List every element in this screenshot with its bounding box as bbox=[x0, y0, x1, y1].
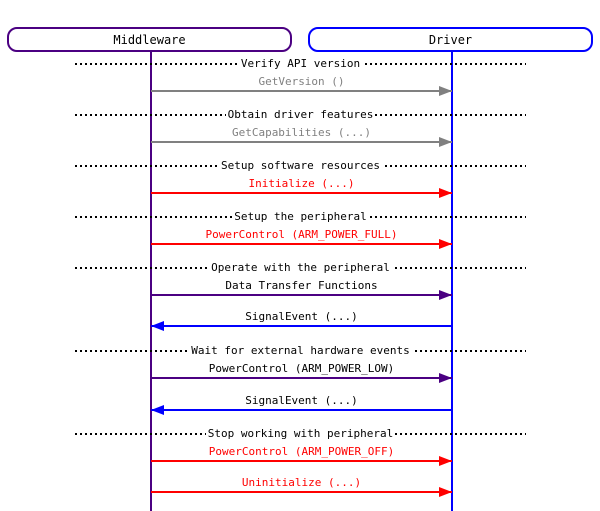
message-powercontrol-full: PowerControl (ARM_POWER_FULL) bbox=[151, 227, 452, 249]
lifeline-driver bbox=[451, 52, 453, 511]
message-uninitialize: Uninitialize (...) bbox=[151, 475, 452, 497]
message-initialize: Initialize (...) bbox=[151, 176, 452, 198]
message-label: Uninitialize (...) bbox=[241, 476, 362, 489]
message-getversion: GetVersion () bbox=[151, 74, 452, 96]
divider-stop-working-with-peripheral: Stop working with peripheral bbox=[75, 426, 526, 442]
dotted-line bbox=[75, 165, 526, 167]
divider-wait-for-external-hardware-events: Wait for external hardware events bbox=[75, 343, 526, 359]
message-label: SignalEvent (...) bbox=[245, 394, 358, 407]
message-label: PowerControl (ARM_POWER_FULL) bbox=[205, 228, 398, 241]
message-label: PowerControl (ARM_POWER_OFF) bbox=[208, 445, 395, 458]
participant-label-middleware: Middleware bbox=[113, 32, 186, 47]
arrow-line bbox=[151, 325, 452, 327]
divider-verify-api-version: Verify API version bbox=[75, 56, 526, 72]
dotted-line bbox=[75, 216, 526, 218]
message-label: GetCapabilities (...) bbox=[231, 126, 372, 139]
arrowhead-right-icon bbox=[439, 487, 452, 497]
message-signalevent-2: SignalEvent (...) bbox=[151, 393, 452, 415]
arrow-line bbox=[151, 377, 452, 379]
arrow-line bbox=[151, 90, 452, 92]
message-label: PowerControl (ARM_POWER_LOW) bbox=[208, 362, 395, 375]
message-label: Initialize (...) bbox=[248, 177, 355, 190]
dotted-line bbox=[75, 350, 526, 352]
message-powercontrol-off: PowerControl (ARM_POWER_OFF) bbox=[151, 444, 452, 466]
dotted-line bbox=[75, 433, 526, 435]
lifeline-middleware bbox=[150, 52, 152, 511]
message-getcapabilities: GetCapabilities (...) bbox=[151, 125, 452, 147]
divider-operate-with-peripheral: Operate with the peripheral bbox=[75, 260, 526, 276]
arrow-line bbox=[151, 491, 452, 493]
arrowhead-right-icon bbox=[439, 456, 452, 466]
arrowhead-right-icon bbox=[439, 239, 452, 249]
dotted-line bbox=[75, 114, 526, 116]
arrowhead-right-icon bbox=[439, 188, 452, 198]
arrowhead-right-icon bbox=[439, 290, 452, 300]
arrow-line bbox=[151, 294, 452, 296]
arrow-line bbox=[151, 141, 452, 143]
arrowhead-right-icon bbox=[439, 373, 452, 383]
message-label: Data Transfer Functions bbox=[225, 279, 378, 292]
message-label: SignalEvent (...) bbox=[245, 310, 358, 323]
message-powercontrol-low: PowerControl (ARM_POWER_LOW) bbox=[151, 361, 452, 383]
arrowhead-right-icon bbox=[439, 137, 452, 147]
divider-obtain-driver-features: Obtain driver features bbox=[75, 107, 526, 123]
arrow-line bbox=[151, 192, 452, 194]
participant-box-middleware: Middleware bbox=[7, 27, 292, 52]
message-data-transfer-functions: Data Transfer Functions bbox=[151, 278, 452, 300]
arrowhead-left-icon bbox=[151, 405, 164, 415]
participant-box-driver: Driver bbox=[308, 27, 593, 52]
message-label: GetVersion () bbox=[258, 75, 345, 88]
arrow-line bbox=[151, 460, 452, 462]
arrowhead-left-icon bbox=[151, 321, 164, 331]
divider-setup-the-peripheral: Setup the peripheral bbox=[75, 209, 526, 225]
divider-setup-software-resources: Setup software resources bbox=[75, 158, 526, 174]
arrowhead-right-icon bbox=[439, 86, 452, 96]
message-signalevent-1: SignalEvent (...) bbox=[151, 309, 452, 331]
arrow-line bbox=[151, 243, 452, 245]
dotted-line bbox=[75, 63, 526, 65]
participant-label-driver: Driver bbox=[428, 32, 473, 47]
arrow-line bbox=[151, 409, 452, 411]
dotted-line bbox=[75, 267, 526, 269]
